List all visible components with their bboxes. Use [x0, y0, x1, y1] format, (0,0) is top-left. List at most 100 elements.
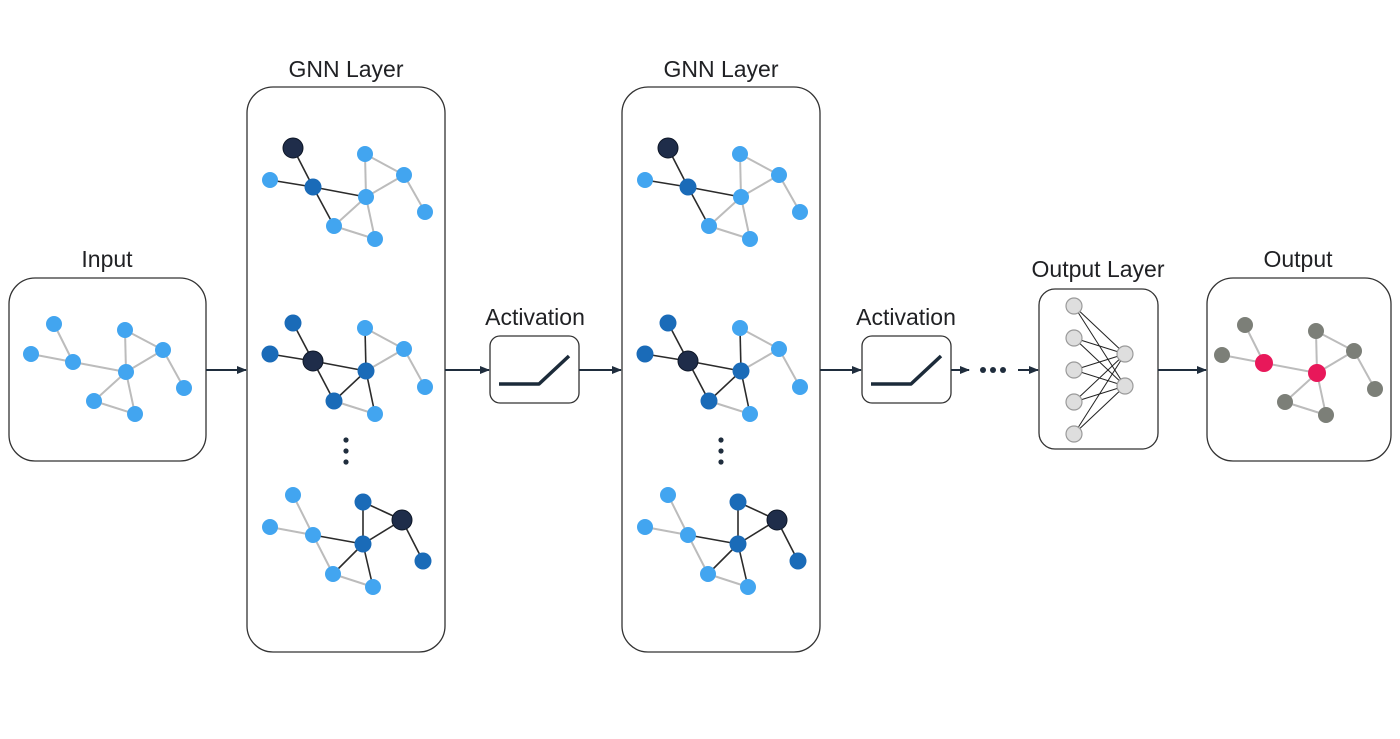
graph-node — [261, 345, 279, 363]
graph-node — [1308, 364, 1326, 382]
graph-node — [701, 218, 717, 234]
gnn-layer-1-graph — [262, 487, 432, 595]
gnn-layer-2-graph — [636, 314, 808, 422]
gnn-layer-1-label: GNN Layer — [288, 56, 403, 82]
activation-1-box — [489, 335, 580, 404]
graph-node — [357, 362, 375, 380]
graph-node — [262, 172, 278, 188]
graph-node — [1308, 323, 1324, 339]
mlp-connection — [1073, 305, 1126, 355]
graph-node — [396, 341, 412, 357]
graph-node — [304, 178, 322, 196]
graph-node — [284, 314, 302, 332]
output-label: Output — [1263, 246, 1333, 272]
graph-node — [367, 231, 383, 247]
mlp-network — [1065, 297, 1134, 443]
graph-node — [657, 137, 679, 159]
graph-node — [23, 346, 39, 362]
mlp-connection — [1073, 353, 1126, 371]
graph-edge — [687, 186, 742, 198]
graph-node — [46, 316, 62, 332]
gnn-layer-2-graph — [637, 487, 807, 595]
graph-node — [1214, 347, 1230, 363]
ellipsis-icon — [980, 367, 1006, 373]
graph-node — [636, 345, 654, 363]
activation-2-box — [861, 335, 952, 404]
graph-node — [325, 566, 341, 582]
graph-node — [65, 354, 81, 370]
graph-node — [680, 527, 696, 543]
graph-node — [354, 493, 372, 511]
mlp-input-node — [1065, 329, 1083, 347]
output-layer-label: Output Layer — [1032, 256, 1165, 282]
graph-node — [326, 218, 342, 234]
graph-edge — [312, 186, 367, 198]
graph-node — [637, 519, 653, 535]
graph-node — [659, 314, 677, 332]
graph-node — [700, 566, 716, 582]
graph-node — [365, 579, 381, 595]
graph-node — [700, 392, 718, 410]
input-graph — [23, 316, 192, 422]
graph-node — [1255, 354, 1273, 372]
graph-node — [417, 379, 433, 395]
graph-node — [325, 392, 343, 410]
graph-node — [771, 167, 787, 183]
graph-node — [367, 406, 383, 422]
graph-node — [792, 379, 808, 395]
graph-node — [358, 189, 374, 205]
graph-node — [176, 380, 192, 396]
graph-node — [86, 393, 102, 409]
output-layer-box — [1038, 288, 1159, 450]
gnn-layer-1-graph — [261, 314, 433, 422]
graph-node — [302, 350, 324, 372]
output-graph — [1214, 317, 1383, 423]
graph-node — [357, 320, 373, 336]
graph-node — [729, 493, 747, 511]
graph-node — [118, 364, 134, 380]
graph-node — [127, 406, 143, 422]
mlp-connection — [1073, 353, 1126, 435]
vertical-ellipsis-icon — [343, 437, 349, 465]
graph-node — [1277, 394, 1293, 410]
graph-node — [729, 535, 747, 553]
graph-node — [391, 509, 413, 531]
graph-node — [742, 231, 758, 247]
graph-edge — [72, 361, 127, 373]
graph-node — [155, 342, 171, 358]
graph-node — [660, 487, 676, 503]
graph-node — [679, 178, 697, 196]
gnn-layer-2-graph — [637, 137, 808, 247]
graph-node — [792, 204, 808, 220]
graph-node — [282, 137, 304, 159]
graph-node — [733, 189, 749, 205]
graph-node — [1367, 381, 1383, 397]
graph-node — [262, 519, 278, 535]
graph-node — [637, 172, 653, 188]
graph-node — [357, 146, 373, 162]
activation-2-label: Activation — [856, 304, 956, 330]
input-label: Input — [81, 246, 133, 272]
graph-node — [732, 146, 748, 162]
vertical-ellipsis-icon — [718, 437, 724, 465]
relu-icon — [499, 354, 571, 386]
graph-node — [117, 322, 133, 338]
graph-node — [417, 204, 433, 220]
graph-node — [1346, 343, 1362, 359]
graph-node — [732, 362, 750, 380]
graph-node — [740, 579, 756, 595]
mlp-connection — [1073, 337, 1126, 355]
activation-1-label: Activation — [485, 304, 585, 330]
graph-node — [305, 527, 321, 543]
graph-node — [742, 406, 758, 422]
graph-node — [771, 341, 787, 357]
mlp-input-node — [1065, 361, 1083, 379]
graph-node — [789, 552, 807, 570]
mlp-input-node — [1065, 425, 1083, 443]
relu-icon — [871, 354, 943, 386]
graph-node — [1318, 407, 1334, 423]
gnn-layer-2-label: GNN Layer — [663, 56, 778, 82]
graph-node — [766, 509, 788, 531]
graph-node — [285, 487, 301, 503]
